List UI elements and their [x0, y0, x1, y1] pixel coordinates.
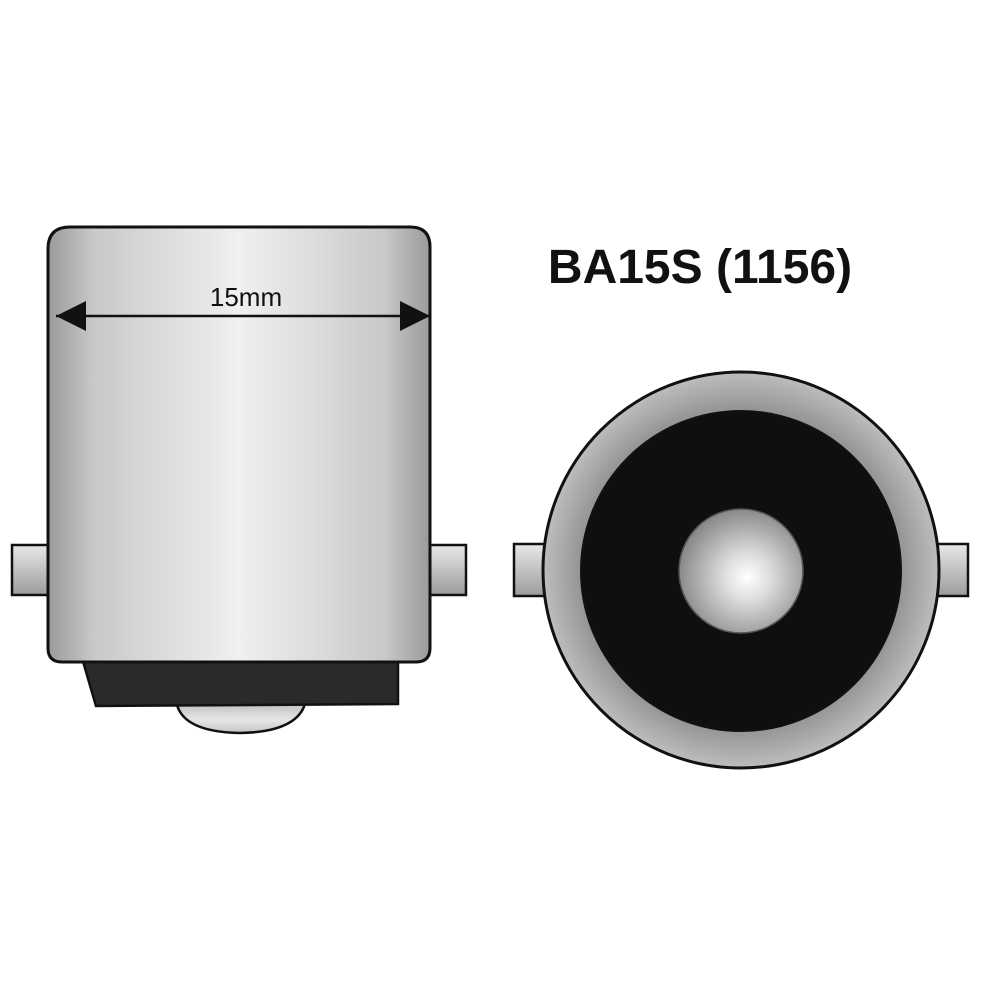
side-pin-right — [426, 543, 468, 597]
dimension-label: 15mm — [210, 282, 282, 312]
metal-sleeve — [46, 225, 432, 664]
solder-tip — [174, 698, 308, 735]
side-view: 15mm — [10, 225, 468, 735]
insulator — [80, 656, 400, 708]
side-pin-left — [10, 543, 52, 597]
center-contact — [678, 508, 804, 634]
page-title: BA15S (1156) — [548, 241, 852, 294]
bottom-view — [512, 370, 970, 770]
